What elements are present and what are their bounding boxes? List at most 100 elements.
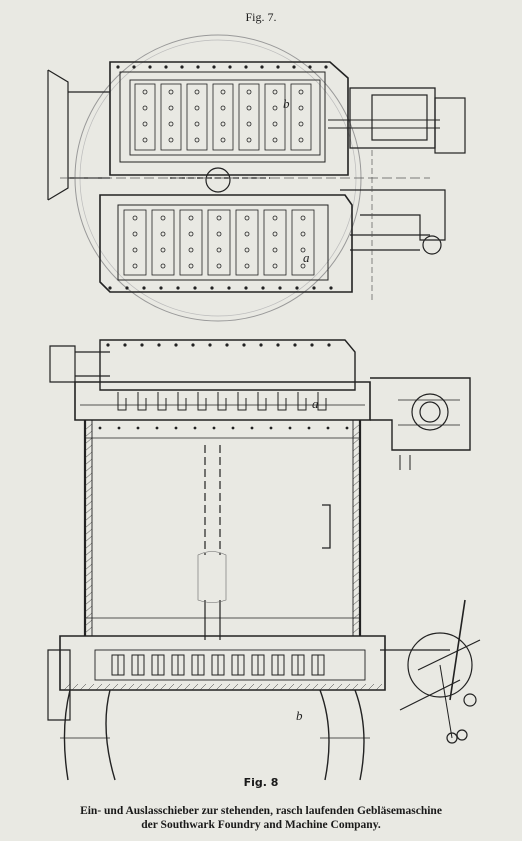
hatch-line: [84, 458, 93, 466]
hatch-line: [84, 479, 93, 487]
bolt: [307, 426, 311, 430]
hatch-line: [84, 626, 93, 634]
hatch-line: [143, 683, 151, 691]
hatch-line: [247, 683, 255, 691]
bolt: [98, 426, 102, 430]
hatch-line: [352, 430, 361, 438]
hatch-line: [84, 577, 93, 585]
bolt: [225, 343, 229, 347]
bolt: [116, 65, 120, 69]
hatch-line: [352, 479, 361, 487]
hatch-line: [84, 451, 93, 459]
hatch-line: [84, 444, 93, 452]
hatch-line: [352, 598, 361, 606]
bolt: [148, 65, 152, 69]
valve-stud: [160, 263, 166, 269]
valve-stud: [160, 231, 166, 237]
hatch-line: [84, 556, 93, 564]
hatch-line: [84, 500, 93, 508]
hatch-line: [103, 683, 111, 691]
bolt: [157, 343, 161, 347]
valve-stud: [216, 215, 222, 221]
hatch-line: [79, 683, 87, 691]
hatch-line: [127, 683, 135, 691]
valve-stud: [298, 137, 304, 143]
fig7-lower-valve-grid: [123, 209, 315, 276]
hatch-line: [352, 437, 361, 445]
valve-cell: [123, 209, 147, 276]
valve-stud: [220, 137, 226, 143]
hatch-line: [199, 683, 207, 691]
valve-cell: [238, 83, 260, 151]
hatch-line: [84, 521, 93, 529]
valve-tooth: [117, 392, 127, 411]
hatch-line: [84, 549, 93, 557]
bolt: [324, 65, 328, 69]
bolt: [155, 426, 159, 430]
valve-stud: [300, 215, 306, 221]
hatch-line: [367, 683, 375, 691]
bolt-holes: [98, 65, 349, 430]
valve-stud: [194, 137, 200, 143]
bolt: [106, 343, 110, 347]
bolt: [242, 343, 246, 347]
hatch-line: [84, 507, 93, 515]
hatch-line: [84, 514, 93, 522]
hatch-line: [223, 683, 231, 691]
valve-stud: [142, 89, 148, 95]
valve-stud: [142, 121, 148, 127]
hatch-line: [84, 619, 93, 627]
bolt: [329, 286, 333, 290]
valve-stud: [132, 231, 138, 237]
hatch-line: [95, 683, 103, 691]
bolt: [228, 65, 232, 69]
valve-stud: [132, 215, 138, 221]
valve-stud: [194, 89, 200, 95]
bolt: [193, 426, 197, 430]
valve-stud: [298, 121, 304, 127]
bolt: [164, 65, 168, 69]
fig8-valve-teeth: [111, 392, 327, 676]
fig8-section-view: [47, 339, 481, 781]
hatch-line: [167, 683, 175, 691]
hatch-line: [84, 584, 93, 592]
bolt: [278, 286, 282, 290]
hatch-line: [352, 556, 361, 564]
bolt: [212, 426, 216, 430]
bolt: [117, 426, 121, 430]
hatch-line: [231, 683, 239, 691]
valve-stud: [246, 121, 252, 127]
bolt: [308, 65, 312, 69]
caption-line-1: Ein- und Auslasschieber zur stehenden, r…: [80, 805, 442, 817]
valve-stud: [300, 247, 306, 253]
bolt: [108, 286, 112, 290]
bolt: [212, 65, 216, 69]
hatch-line: [352, 619, 361, 627]
hatch-line: [352, 423, 361, 431]
bolt: [276, 65, 280, 69]
hatch-line: [84, 563, 93, 571]
hatch-line: [84, 493, 93, 501]
bolt: [326, 426, 330, 430]
hatch-line: [375, 683, 383, 691]
bolt: [269, 426, 273, 430]
hatch-line: [311, 683, 319, 691]
hatch-line: [119, 683, 127, 691]
hatch-line: [352, 486, 361, 494]
bolt: [244, 286, 248, 290]
valve-stud: [142, 137, 148, 143]
valve-stud: [298, 89, 304, 95]
hatch-line: [352, 577, 361, 585]
hatch-line: [279, 683, 287, 691]
hatch-line: [255, 683, 263, 691]
bolt: [293, 343, 297, 347]
valve-stud: [220, 121, 226, 127]
hatch-line: [84, 612, 93, 620]
valve-stud: [142, 105, 148, 111]
bolt: [288, 426, 292, 430]
hatch-line: [352, 458, 361, 466]
hatch-line: [84, 528, 93, 536]
valve-stud: [132, 247, 138, 253]
valve-stud: [160, 247, 166, 253]
hatch-line: [84, 535, 93, 543]
